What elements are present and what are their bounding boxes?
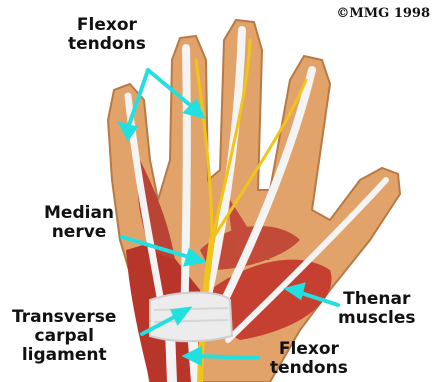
label-line: Flexor [270,340,348,359]
carpal-ligament [150,293,232,342]
label-line: muscles [338,309,416,328]
label-thenar-muscles: Thenar muscles [338,290,416,328]
label-line: tendons [68,35,146,54]
label-median-nerve: Median nerve [44,204,114,242]
label-line: carpal [12,327,116,346]
copyright-notice: ©MMG 1998 [336,6,430,21]
label-transverse-carpal-ligament: Transverse carpal ligament [12,308,116,365]
label-line: tendons [270,359,348,378]
label-line: nerve [44,223,114,242]
label-line: Median [44,204,114,223]
label-line: Thenar [338,290,416,309]
arrow-flexor-bottom [196,356,258,358]
label-flexor-tendons-top: Flexor tendons [68,16,146,54]
label-line: Flexor [68,16,146,35]
label-line: ligament [12,346,116,365]
label-flexor-tendons-bottom: Flexor tendons [270,340,348,378]
label-line: Transverse [12,308,116,327]
